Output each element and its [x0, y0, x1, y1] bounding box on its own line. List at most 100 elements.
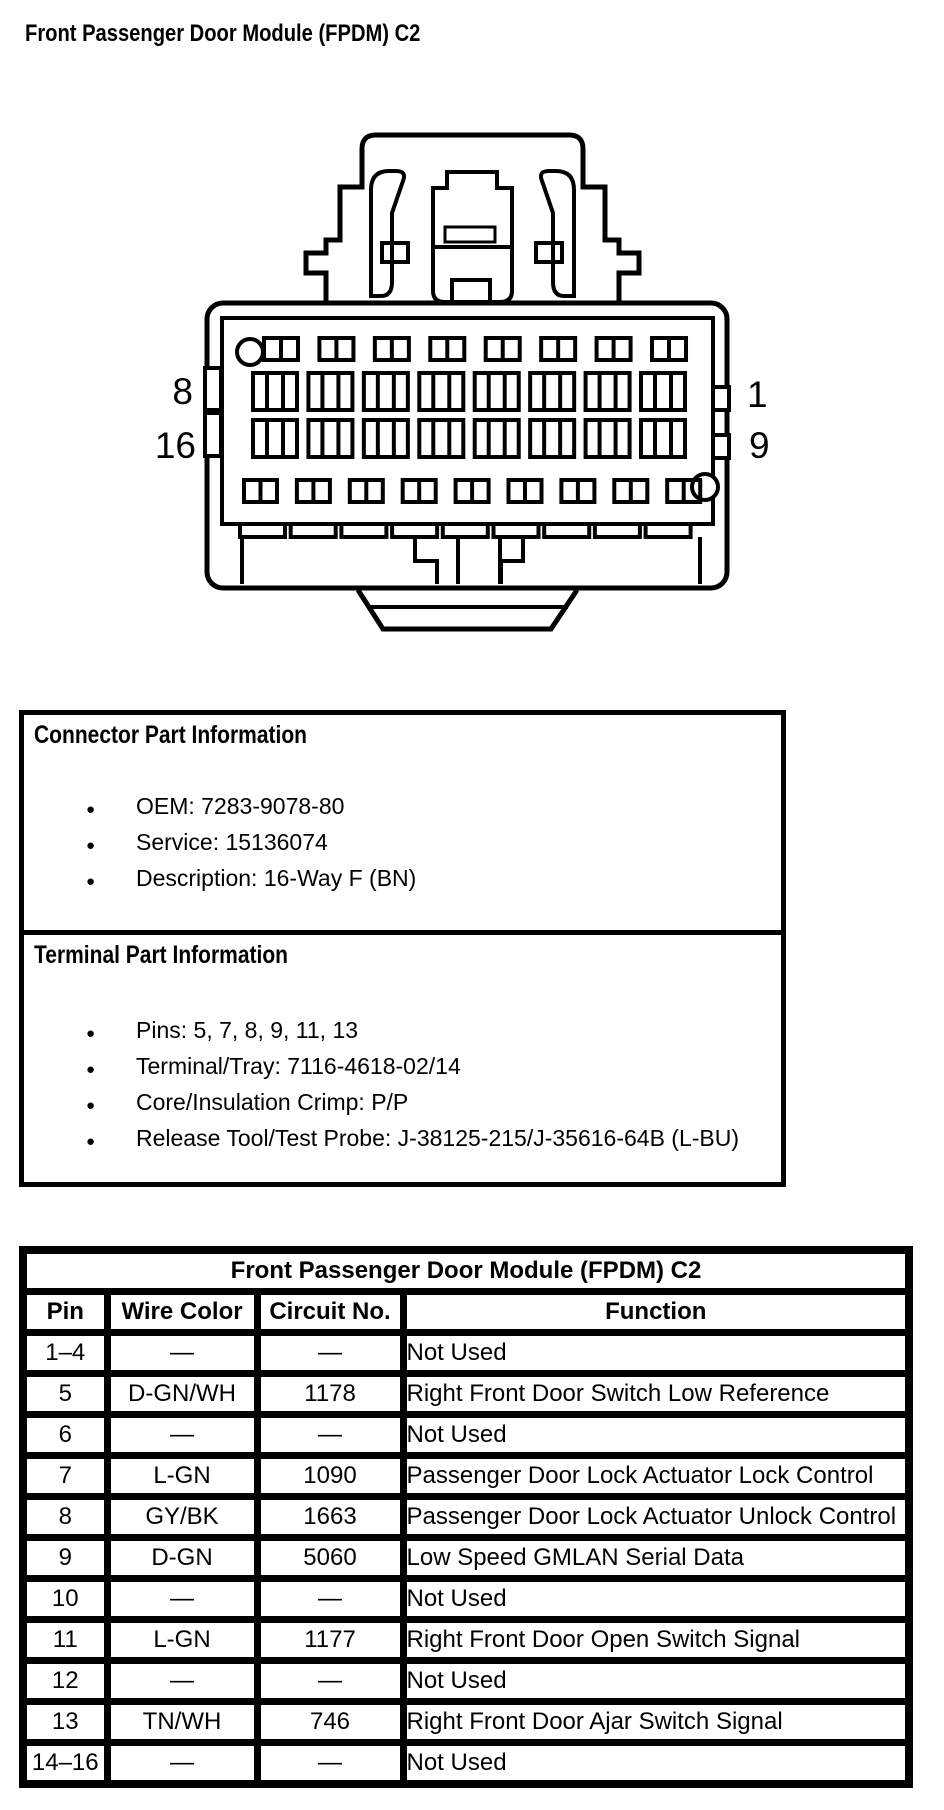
bullet-icon: ● [86, 1133, 96, 1150]
right-index-tab [711, 385, 731, 412]
part-information-box: Connector Part Information ● OEM: 7283-9… [19, 710, 786, 1187]
value-cell: — [253, 1739, 407, 1788]
connector-latch [303, 132, 642, 303]
value-cell: 1663 [253, 1493, 407, 1541]
value-cell: 5060 [253, 1534, 407, 1582]
table-row: 1–4——Not Used [19, 1329, 913, 1377]
function-cell: Right Front Door Ajar Switch Signal [399, 1698, 913, 1746]
function-cell: Not Used [399, 1411, 913, 1459]
list-item-text: Description: 16-Way F (BN) [136, 865, 417, 891]
latch-arm-right [538, 169, 576, 298]
table-row: 10——Not Used [19, 1575, 913, 1623]
left-index-tab [203, 366, 223, 412]
latch-arm-left [369, 169, 407, 298]
latch-window [443, 225, 497, 244]
list-item-text: Pins: 5, 7, 8, 9, 11, 13 [136, 1017, 359, 1043]
terminal-part-information-list: ● Pins: 5, 7, 8, 9, 11, 13 ● Terminal/Tr… [86, 1014, 771, 1158]
value-cell: 1177 [253, 1616, 407, 1664]
column-header: Pin [19, 1288, 111, 1336]
value-cell: — [253, 1575, 407, 1623]
list-item: ● Description: 16-Way F (BN) [86, 862, 771, 898]
bullet-icon: ● [86, 801, 96, 818]
pinout-table-title-row: Front Passenger Door Module (FPDM) C2 [19, 1246, 913, 1295]
value-cell: 14–16 [19, 1739, 111, 1788]
value-cell: TN/WH [103, 1698, 261, 1746]
bullet-icon: ● [86, 1097, 96, 1114]
list-item: ● Terminal/Tray: 7116-4618-02/14 [86, 1050, 771, 1086]
column-header: Circuit No. [253, 1288, 407, 1336]
bullet-icon: ● [86, 1025, 96, 1042]
value-cell: D-GN [103, 1534, 261, 1582]
terminal-part-information-title: Terminal Part Information [34, 941, 288, 969]
list-item-text: OEM: 7283-9078-80 [136, 793, 345, 819]
orientation-hole-bottom-right [690, 472, 720, 502]
value-cell: 7 [19, 1452, 111, 1500]
function-cell: Passenger Door Lock Actuator Unlock Cont… [399, 1493, 913, 1541]
function-cell: Right Front Door Open Switch Signal [399, 1616, 913, 1664]
table-row: 12——Not Used [19, 1657, 913, 1705]
value-cell: — [253, 1411, 407, 1459]
value-cell: — [103, 1411, 261, 1459]
list-item: ● OEM: 7283-9078-80 [86, 790, 771, 826]
bullet-icon: ● [86, 1061, 96, 1078]
pin-label-1: 1 [747, 374, 768, 415]
table-row: 6——Not Used [19, 1411, 913, 1459]
terminal-slot-grid [238, 336, 703, 539]
value-cell: 9 [19, 1534, 111, 1582]
list-item: ● Release Tool/Test Probe: J-38125-215/J… [86, 1122, 771, 1158]
value-cell: 6 [19, 1411, 111, 1459]
function-cell: Passenger Door Lock Actuator Lock Contro… [399, 1452, 913, 1500]
value-cell: 12 [19, 1657, 111, 1705]
value-cell: 8 [19, 1493, 111, 1541]
function-cell: Not Used [399, 1657, 913, 1705]
value-cell: 10 [19, 1575, 111, 1623]
value-cell: 746 [253, 1698, 407, 1746]
value-cell: — [103, 1739, 261, 1788]
bottom-band [240, 537, 702, 584]
bullet-icon: ● [86, 873, 96, 890]
value-cell: — [253, 1329, 407, 1377]
right-index-tab [711, 433, 731, 460]
value-cell: — [103, 1575, 261, 1623]
page-title: Front Passenger Door Module (FPDM) C2 [25, 20, 421, 47]
column-header: Wire Color [103, 1288, 261, 1336]
list-item-text: Service: 15136074 [136, 829, 328, 855]
value-cell: 1178 [253, 1370, 407, 1418]
function-cell: Not Used [399, 1739, 913, 1788]
value-cell: — [103, 1657, 261, 1705]
value-cell: 11 [19, 1616, 111, 1664]
value-cell: L-GN [103, 1616, 261, 1664]
list-item-text: Terminal/Tray: 7116-4618-02/14 [136, 1053, 461, 1079]
list-item-text: Core/Insulation Crimp: P/P [136, 1089, 409, 1115]
value-cell: — [103, 1329, 261, 1377]
connector-body [203, 300, 731, 632]
connector-diagram: 8 16 1 9 [155, 132, 770, 632]
connector-part-information-list: ● OEM: 7283-9078-80 ● Service: 15136074 … [86, 790, 771, 898]
connector-latch-detail [369, 169, 576, 305]
terminal-part-information-section: Terminal Part Information ● Pins: 5, 7, … [24, 930, 781, 1182]
function-cell: Not Used [399, 1329, 913, 1377]
value-cell: 5 [19, 1370, 111, 1418]
function-cell: Low Speed GMLAN Serial Data [399, 1534, 913, 1582]
left-index-tab [203, 411, 223, 458]
function-cell: Right Front Door Switch Low Reference [399, 1370, 913, 1418]
value-cell: 1090 [253, 1452, 407, 1500]
pinout-table-title: Front Passenger Door Module (FPDM) C2 [19, 1246, 913, 1295]
pin-label-8: 8 [172, 371, 193, 412]
connector-part-information-title: Connector Part Information [34, 721, 308, 749]
pinout-table: Front Passenger Door Module (FPDM) C2 Pi… [19, 1246, 914, 1788]
bullet-icon: ● [86, 837, 96, 854]
value-cell: GY/BK [103, 1493, 261, 1541]
value-cell: 13 [19, 1698, 111, 1746]
orientation-hole-top-left [235, 337, 265, 367]
list-item-text: Release Tool/Test Probe: J-38125-215/J-3… [136, 1125, 740, 1151]
list-item: ● Service: 15136074 [86, 826, 771, 862]
list-item: ● Pins: 5, 7, 8, 9, 11, 13 [86, 1014, 771, 1050]
value-cell: D-GN/WH [103, 1370, 261, 1418]
